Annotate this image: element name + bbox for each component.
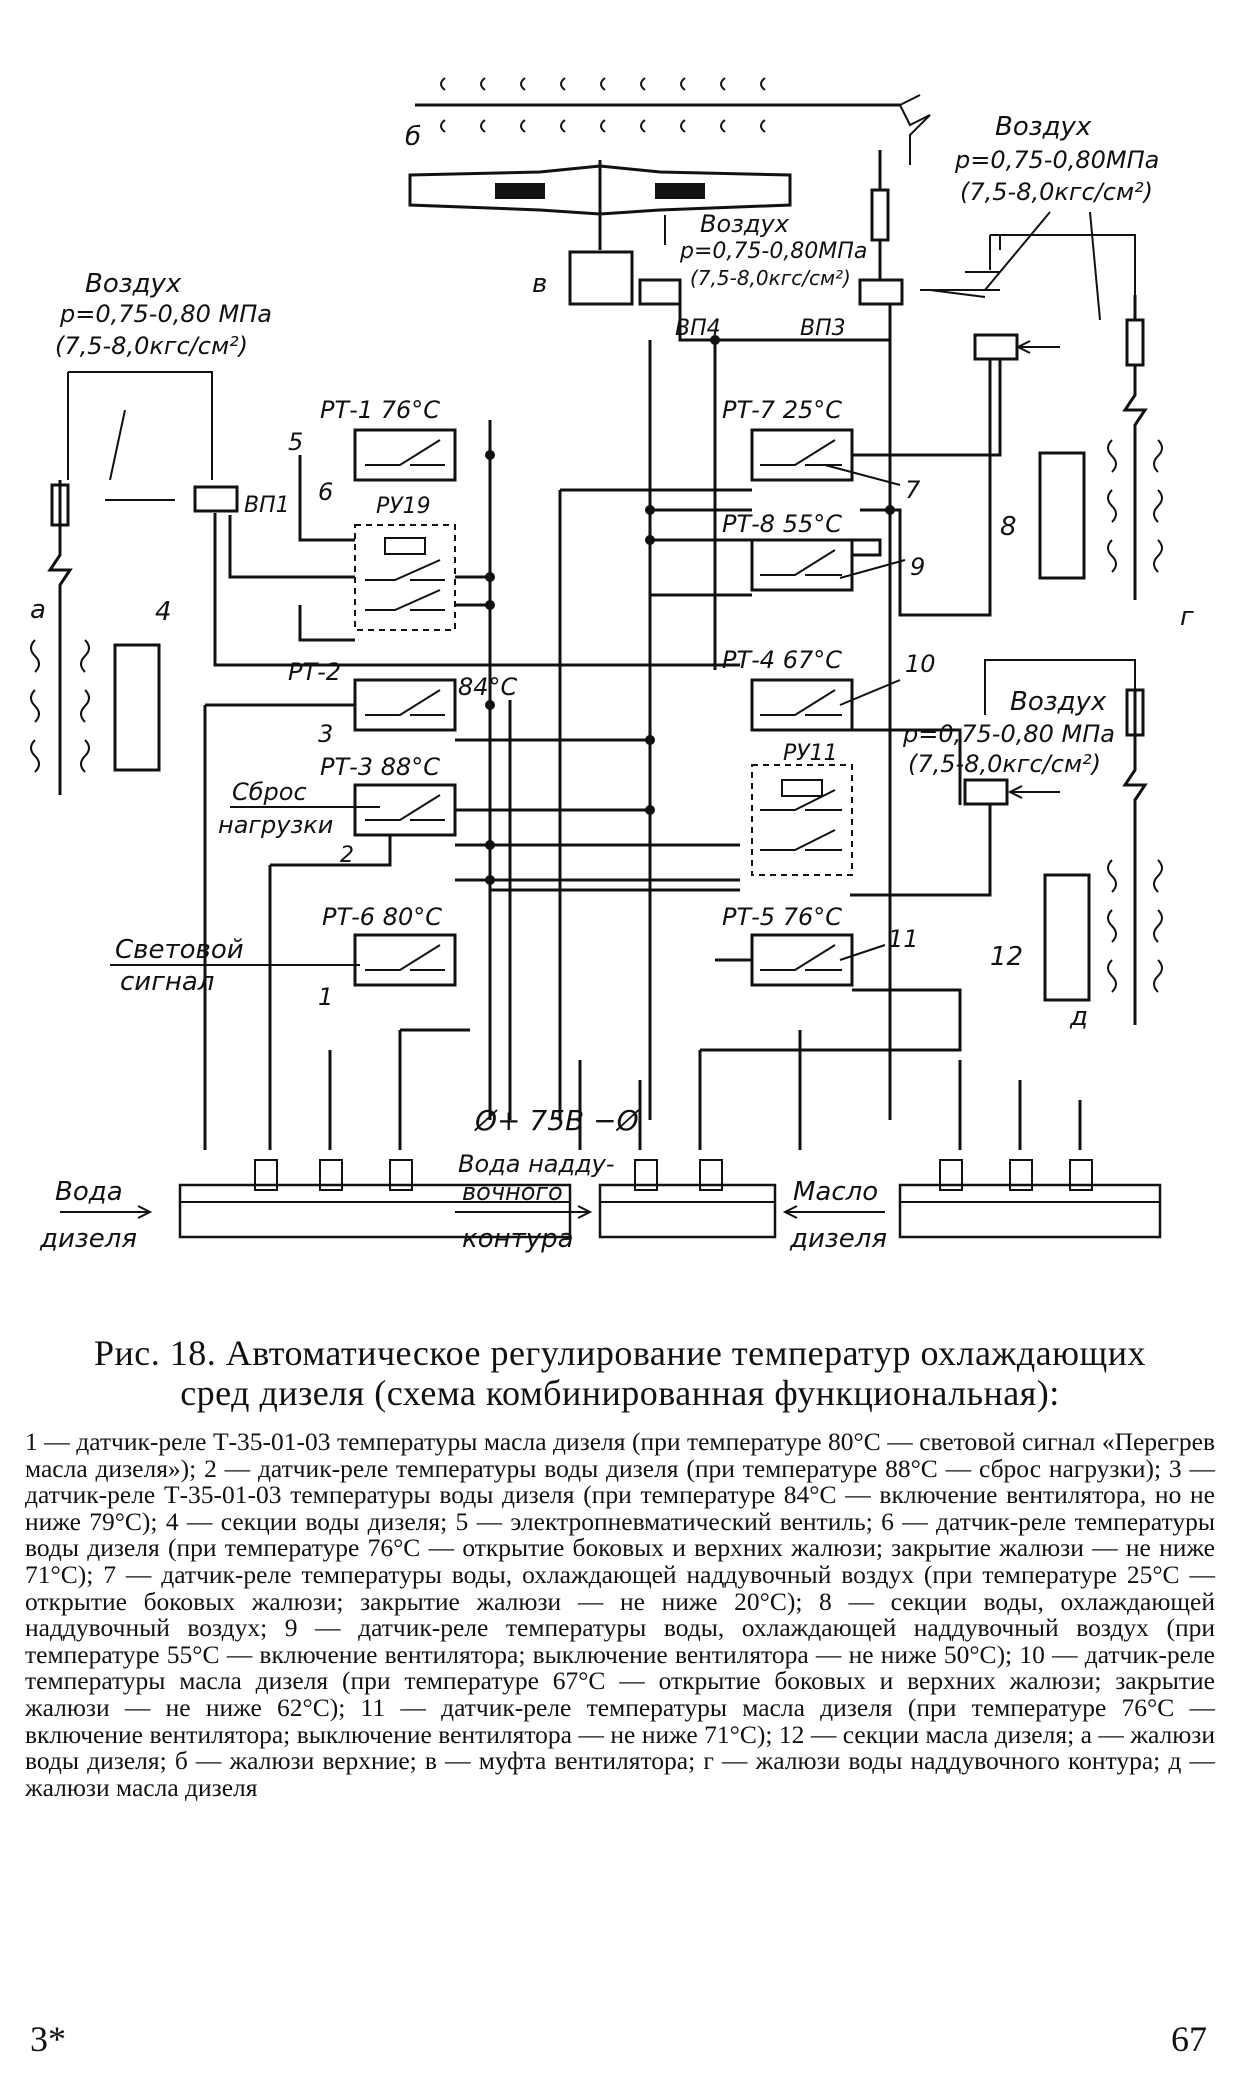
relay-rt3 [353, 783, 457, 837]
label-9: 9 [910, 553, 925, 581]
page-signature: 3* [30, 2019, 66, 2059]
label-6: 6 [318, 478, 333, 506]
valve-vp4 [638, 278, 682, 306]
valve-vp3 [858, 278, 904, 306]
pipes [178, 1159, 1162, 1239]
label-maslo-1: Масло [793, 1177, 878, 1207]
label-ru19: РУ19 [376, 494, 431, 519]
top-louvers-b [415, 77, 931, 165]
label-7: 7 [905, 476, 921, 504]
label-2: 2 [340, 843, 354, 868]
label-12: 12 [990, 942, 1023, 972]
label-rt6: РТ-6 80°С [322, 903, 442, 931]
label-11: 11 [888, 925, 919, 953]
label-rt7: РТ-7 25°С [722, 396, 842, 424]
sections-8 [1038, 451, 1086, 580]
label-voda-diz-1: Вода [55, 1177, 123, 1207]
label-voltage: Ø+ 75В −Ø [474, 1104, 640, 1137]
label-1: 1 [318, 983, 333, 1011]
relay-rt8 [750, 538, 854, 592]
label-v: в [532, 269, 547, 299]
fan [408, 160, 792, 250]
label-d: д [1069, 1002, 1088, 1032]
label-rt5: РТ-5 76°С [722, 903, 842, 931]
relay-rt7 [750, 428, 854, 482]
label-4: 4 [155, 597, 172, 627]
label-svet-2: сигнал [120, 967, 214, 997]
louvers-a [30, 480, 90, 795]
valve-vp1 [193, 485, 239, 513]
label-voda-nadd-2: вочного [462, 1178, 563, 1206]
air-right-3: (7,5-8,0кгс/см²) [908, 750, 1101, 778]
label-rt1: РТ-1 76°С [320, 396, 440, 424]
air-right-top-1: Воздух [995, 112, 1092, 142]
relay-ru19 [354, 524, 456, 631]
air-right-top-2: р=0,75-0,80МПа [954, 146, 1159, 174]
label-g: г [1180, 602, 1194, 632]
cooling-control-diagram: б в ВП4 ВП3 Воздух р=0,75-0,80МПа (7,5-8… [30, 77, 1194, 1254]
label-b: б [405, 122, 421, 152]
air-right-1: Воздух [1010, 687, 1107, 717]
air-left-1: Воздух [85, 269, 182, 299]
relay-rt1 [353, 428, 457, 482]
label-sbros-2: нагрузки [218, 811, 333, 839]
relay-rt2 [353, 678, 457, 732]
label-ru11: РУ11 [783, 741, 838, 766]
label-svet-1: Световой [115, 935, 244, 965]
valve-g [973, 333, 1019, 361]
sections-4 [113, 643, 161, 772]
air-left-2: р=0,75-0,80 МПа [59, 300, 272, 328]
louvers-d [1107, 688, 1163, 1025]
relay-ru11 [751, 764, 853, 876]
relay-rt6 [353, 933, 457, 987]
label-rt2: РТ-2 [288, 658, 341, 686]
label-vp1: ВП1 [244, 493, 290, 518]
label-sbros-1: Сброс [232, 778, 307, 806]
page-number: 67 [1171, 2019, 1207, 2059]
label-maslo-2: дизеля [789, 1224, 887, 1254]
fan-clutch-v [568, 250, 634, 306]
figure-caption: Рис. 18. Автоматическое регулирование те… [25, 1333, 1215, 1801]
louvers-g [1107, 295, 1163, 600]
air-right-2: р=0,75-0,80 МПа [902, 720, 1115, 748]
caption-title-line2: сред дизеля (схема комбинированная функц… [180, 1373, 1060, 1413]
air-center-2: р=0,75-0,80МПа [679, 239, 867, 264]
label-vp3: ВП3 [800, 316, 846, 341]
label-voda-nadd-1: Вода надду- [458, 1150, 615, 1178]
air-center-1: Воздух [700, 210, 790, 238]
label-a: а [30, 595, 46, 625]
label-rt2-temp: 84°С [458, 673, 518, 701]
caption-body: 1 — датчик-реле Т-35-01-03 температуры м… [25, 1427, 1215, 1802]
label-8: 8 [1000, 512, 1017, 542]
air-left-3: (7,5-8,0кгс/см²) [55, 332, 248, 360]
air-center-3: (7,5-8,0кгс/см²) [690, 266, 851, 290]
label-rt8: РТ-8 55°С [722, 510, 842, 538]
sections-12 [1043, 873, 1091, 1002]
wiring [203, 305, 1082, 1150]
relay-rt5 [750, 933, 854, 987]
label-5: 5 [288, 428, 303, 456]
air-right-top-3: (7,5-8,0кгс/см²) [960, 178, 1153, 206]
relay-rt4 [750, 678, 854, 732]
label-voda-diz-2: дизеля [39, 1224, 137, 1254]
caption-title-line1: Рис. 18. Автоматическое регулирование те… [93, 1333, 1147, 1373]
label-rt3: РТ-3 88°С [320, 753, 440, 781]
label-10: 10 [905, 650, 936, 678]
valve-d [963, 778, 1009, 806]
junctions [485, 335, 895, 885]
label-rt4: РТ-4 67°С [722, 646, 842, 674]
label-voda-nadd-3: контура [462, 1224, 574, 1254]
label-3: 3 [318, 720, 333, 748]
